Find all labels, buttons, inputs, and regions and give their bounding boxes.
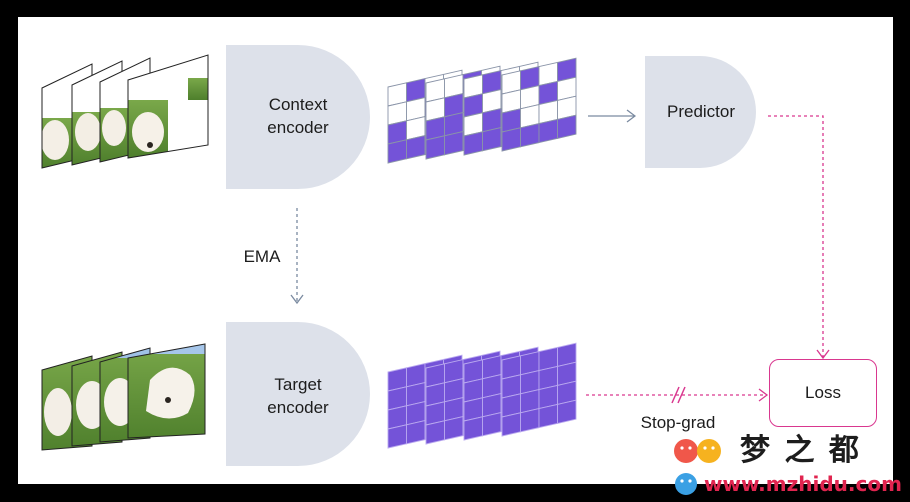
loss-box: Loss (769, 359, 877, 427)
emoji-faces-icon (674, 439, 721, 495)
grid-cell (444, 131, 464, 156)
stop-grad-label: Stop-grad (640, 413, 716, 432)
grid-cell (444, 416, 464, 441)
target-encoder-label-line2: encoder (267, 398, 329, 417)
grid-cell (501, 127, 521, 152)
grid-cell (425, 420, 445, 445)
grid-cell (557, 399, 577, 424)
target-encoder-label: Target encoder (226, 373, 370, 419)
predictor-label: Predictor (666, 102, 736, 121)
ema-arrow (290, 208, 304, 305)
grid-cell (387, 139, 407, 164)
ema-label: EMA (243, 247, 281, 266)
watermark-url: www.mzhidu.com (704, 472, 902, 496)
context-frame-4 (128, 55, 208, 158)
grid-cell (520, 408, 540, 433)
target-frame-4 (128, 344, 205, 438)
stop-grad-arrow (586, 386, 769, 404)
context-encoder-label-line1: Context (268, 95, 328, 114)
context-grid-4 (501, 57, 577, 152)
target-embedding-grids (387, 342, 577, 449)
grid-cell (406, 420, 426, 445)
grid-cell (557, 114, 577, 139)
grid-cell (501, 412, 521, 437)
grid-cell (425, 135, 445, 160)
grid-cell (538, 118, 558, 144)
target-encoder-label-line1: Target (274, 375, 322, 394)
loss-label: Loss (805, 383, 841, 402)
target-grid-4 (501, 342, 577, 437)
grid-cell (387, 424, 407, 449)
target-encoder-shape (226, 322, 370, 466)
context-encoder-label: Context encoder (226, 93, 370, 139)
grid-cell (520, 123, 540, 148)
context-encoder-label-line2: encoder (267, 118, 329, 137)
grid-cell (463, 131, 483, 156)
grid-cell (482, 127, 502, 152)
watermark-title: 梦 之 都 (740, 433, 861, 468)
predictor-to-loss-arrow (768, 115, 830, 360)
grid-cell (482, 412, 502, 437)
context-image-stack (41, 54, 209, 169)
context-encoder-shape (226, 45, 370, 189)
arrow-to-predictor (588, 109, 637, 123)
grid-cell (538, 403, 558, 429)
context-embedding-grids (387, 57, 577, 164)
target-image-stack (41, 343, 206, 451)
predictor-shape (645, 56, 756, 168)
grid-cell (406, 135, 426, 160)
grid-cell (463, 416, 483, 441)
